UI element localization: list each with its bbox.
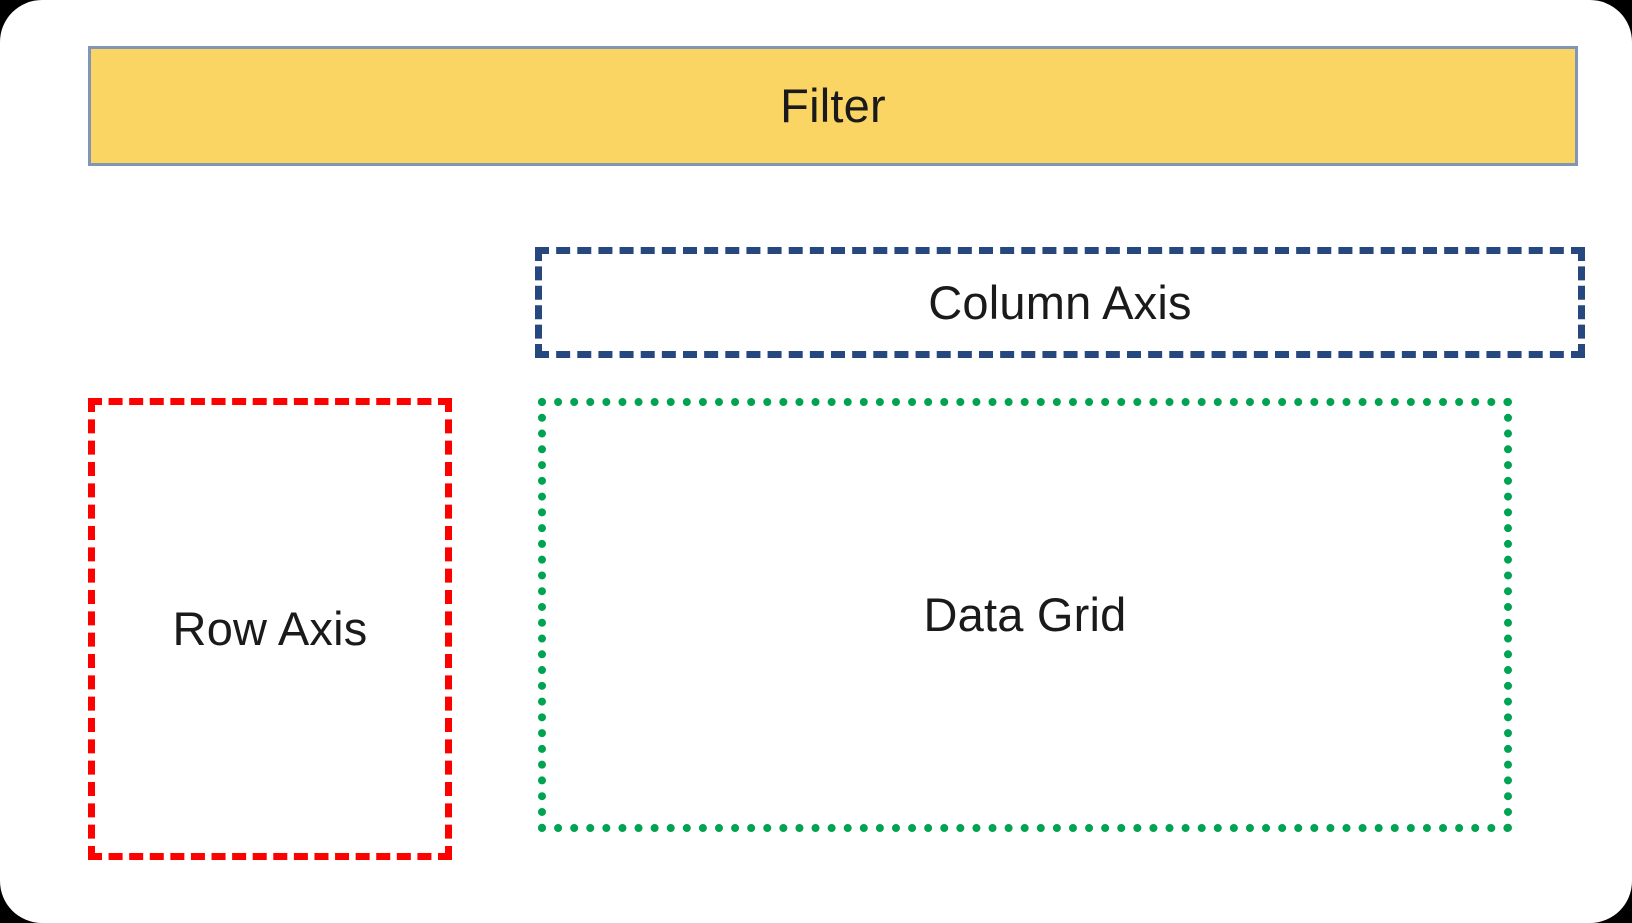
column-axis-region[interactable]: Column Axis bbox=[535, 247, 1585, 358]
column-axis-label: Column Axis bbox=[928, 275, 1192, 329]
row-axis-label: Row Axis bbox=[172, 602, 368, 656]
data-grid-label: Data Grid bbox=[923, 588, 1127, 642]
row-axis-region[interactable]: Row Axis bbox=[88, 398, 452, 860]
filter-region[interactable]: Filter bbox=[88, 46, 1578, 166]
data-grid-region[interactable]: Data Grid bbox=[538, 398, 1512, 832]
filter-label: Filter bbox=[780, 79, 886, 133]
